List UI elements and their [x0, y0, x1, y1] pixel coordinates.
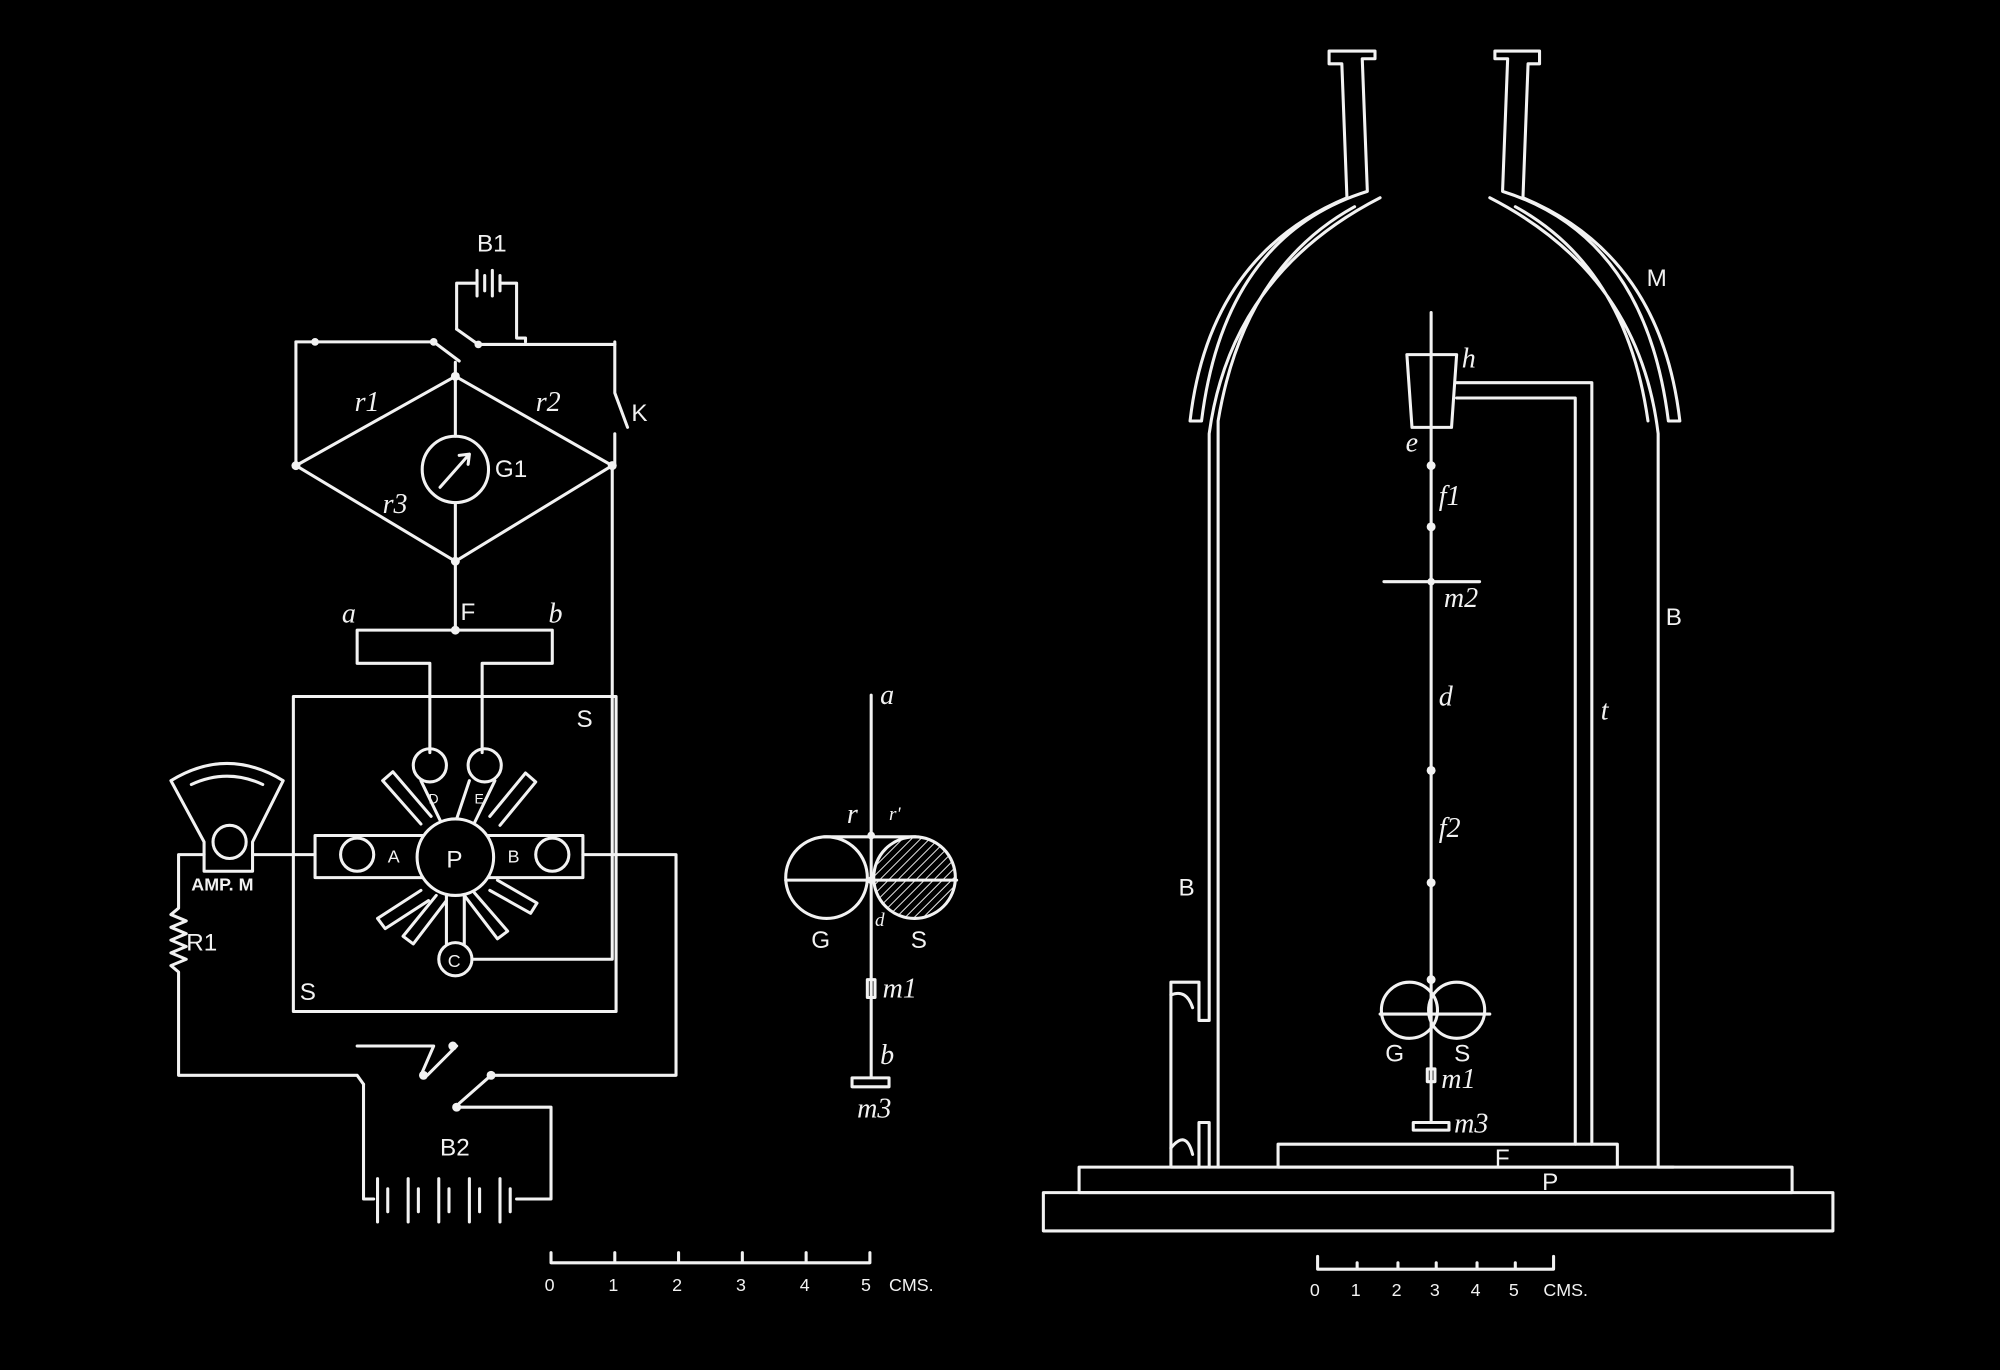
electrode-e [466, 747, 503, 784]
suspension-detail: a r r' G S d m1 b m3 [784, 680, 959, 1124]
label-detail-b: b [880, 1040, 894, 1071]
bell-jar-apparatus [1041, 49, 1835, 1233]
scale-bar-left: 0 1 2 3 4 5 CMS. [545, 1251, 934, 1295]
label-detail-s: S [911, 927, 927, 954]
label-detail-m1: m1 [883, 973, 917, 1004]
label-s: S [1454, 1040, 1470, 1067]
label-m3: m3 [1454, 1109, 1488, 1140]
jar-neck-left [1188, 49, 1377, 423]
circuit-diagram: B1 r1 r2 r3 G1 K a F b S S [169, 230, 934, 1295]
svg-text:0: 0 [545, 1275, 555, 1295]
label-m2: m2 [1444, 583, 1478, 614]
label-b: b [548, 599, 562, 630]
label-b1: B1 [477, 230, 507, 257]
label-f1: f1 [1439, 481, 1461, 512]
label-p: P [446, 846, 462, 873]
wheatstone-bridge [294, 360, 614, 563]
label-h: h [1462, 343, 1476, 374]
battery-b1 [455, 268, 528, 344]
label-r2: r2 [536, 387, 561, 418]
right-wire [471, 464, 614, 961]
svg-text:4: 4 [1471, 1280, 1481, 1300]
label-s-bottom: S [300, 979, 316, 1006]
jar-neck-right [1493, 49, 1682, 423]
svg-text:1: 1 [1351, 1280, 1361, 1300]
label-r3: r3 [383, 489, 408, 520]
scale-bar-right: 0 1 2 3 4 5 CMS. [1310, 1254, 1588, 1300]
svg-text:4: 4 [800, 1275, 810, 1295]
label-m1: m1 [1441, 1064, 1475, 1095]
label-detail-r: r [847, 799, 858, 830]
svg-text:2: 2 [672, 1275, 682, 1295]
electrode-d [411, 747, 448, 784]
svg-text:1: 1 [608, 1275, 618, 1295]
electrode-spokes [376, 770, 539, 946]
label-p: P [1542, 1169, 1558, 1196]
label-b-electrode: B [508, 846, 520, 866]
battery-b2 [361, 1082, 553, 1224]
label-detail-d: d [875, 910, 885, 931]
label-f: F [1495, 1145, 1510, 1172]
electrode-a [339, 836, 376, 873]
label-k: K [631, 400, 647, 427]
label-a: a [342, 599, 356, 630]
label-b2: B2 [440, 1135, 470, 1162]
label-e: E [474, 791, 483, 807]
label-r1: r1 [355, 387, 380, 418]
label-t: t [1601, 695, 1610, 726]
svg-text:CMS.: CMS. [1543, 1280, 1588, 1300]
label-d: d [1439, 681, 1454, 712]
electrode-b [534, 836, 571, 873]
base-plate [1041, 1191, 1835, 1233]
label-detail-a: a [880, 680, 894, 711]
label-g1: G1 [495, 456, 527, 483]
sphere-s [1427, 980, 1487, 1040]
main-circuit-wire [169, 853, 678, 1105]
svg-text:5: 5 [861, 1275, 871, 1295]
label-m: M [1647, 265, 1667, 292]
svg-text:3: 3 [1430, 1280, 1440, 1300]
svg-text:CMS.: CMS. [889, 1275, 934, 1295]
svg-text:0: 0 [1310, 1280, 1320, 1300]
label-c: C [448, 951, 461, 971]
top-wire [294, 327, 617, 363]
label-ammeter: AMP. M [191, 874, 253, 894]
key-switch [613, 340, 630, 468]
label-r1-resistor: R1 [186, 929, 217, 956]
sphere-g [1379, 980, 1440, 1040]
label-b-left: B [1179, 874, 1195, 901]
label-s-top: S [577, 706, 593, 733]
electrode-c [437, 941, 474, 978]
label-d: D [429, 791, 439, 807]
label-detail-r-prime: r' [889, 804, 901, 825]
svg-text:3: 3 [736, 1275, 746, 1295]
plate-f [1276, 1142, 1619, 1169]
label-f2: f2 [1439, 813, 1461, 844]
label-detail-m3: m3 [857, 1093, 891, 1124]
galvanometer-icon [420, 434, 491, 505]
label-f: F [460, 599, 475, 626]
svg-text:5: 5 [1509, 1280, 1519, 1300]
plate-p [1077, 1165, 1794, 1195]
label-e: e [1406, 428, 1418, 459]
label-b-right: B [1666, 604, 1682, 631]
fork-conductor [355, 559, 554, 755]
ammeter-icon [169, 761, 285, 873]
svg-text:2: 2 [1392, 1280, 1402, 1300]
label-a-electrode: A [388, 846, 400, 866]
label-detail-g: G [811, 927, 830, 954]
jar-wall-left [1169, 196, 1382, 1169]
pole-p [415, 817, 496, 897]
label-g: G [1385, 1040, 1404, 1067]
